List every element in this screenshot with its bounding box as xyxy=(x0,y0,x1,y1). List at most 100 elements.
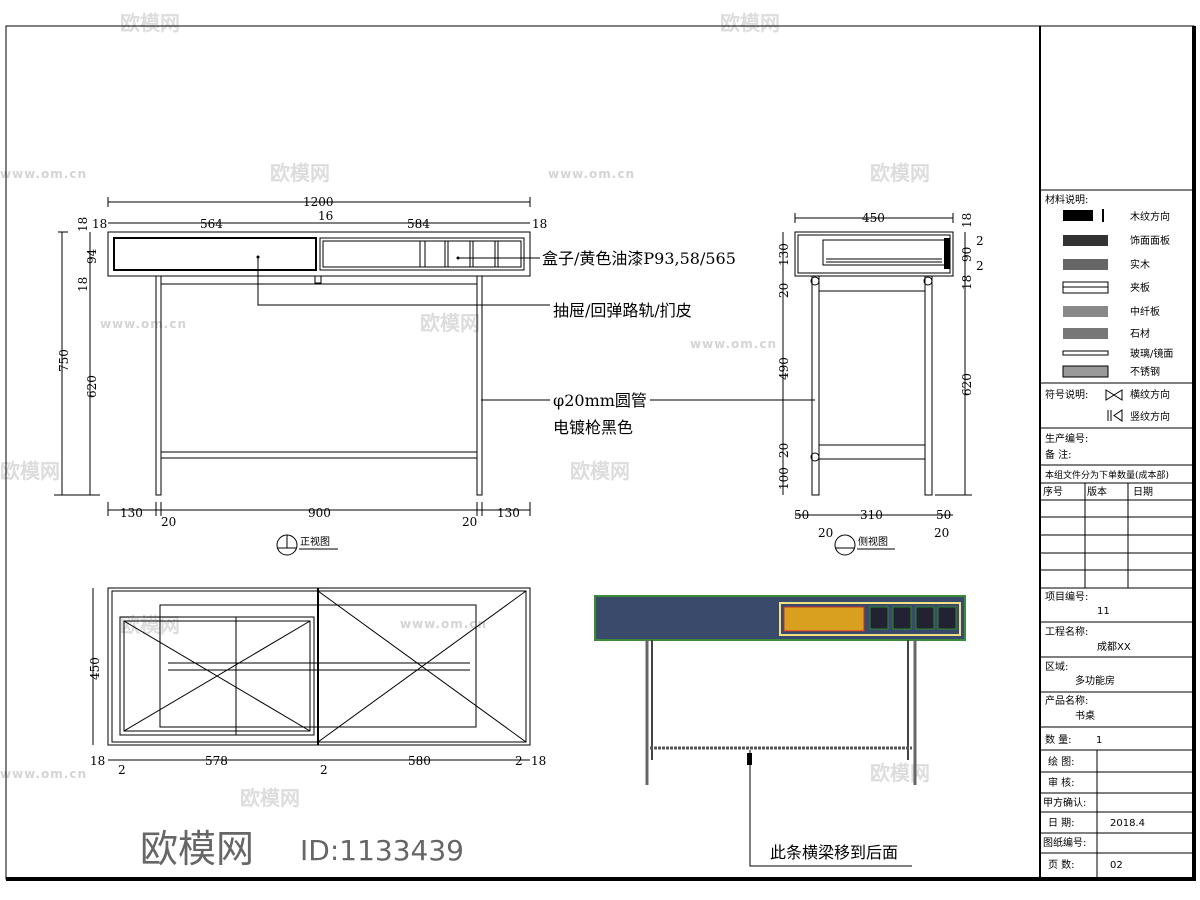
dim-label: 100 xyxy=(777,467,791,490)
watermark-logo: 欧模网 xyxy=(270,161,330,185)
side-view: 450 130 20 490 20 100 18 2 90 2 18 620 5… xyxy=(777,211,984,556)
dim-label: 20 xyxy=(777,283,791,298)
quantity-value: 1 xyxy=(1096,735,1102,746)
dim-label: 620 xyxy=(960,373,974,396)
dim-label: 18 xyxy=(76,217,90,232)
dim-label: 20 xyxy=(462,515,477,529)
project-name-label: 工程名称: xyxy=(1045,625,1088,638)
quantity-label: 数 量: xyxy=(1045,733,1072,746)
watermark-id: ID:1133439 xyxy=(300,834,464,867)
dim-depth: 450 xyxy=(88,657,102,680)
product-value: 书桌 xyxy=(1075,709,1095,722)
symbol-label: 横纹方向 xyxy=(1130,388,1170,401)
symbol-label: 竖纹方向 xyxy=(1130,410,1170,423)
dim-label: 578 xyxy=(205,754,228,768)
front-view: 1200 18 564 16 584 18 750 620 18 94 18 1… xyxy=(54,195,547,556)
area-value: 多功能房 xyxy=(1075,674,1115,687)
desk-render: 此条横梁移到后面 xyxy=(594,595,966,867)
dim-label: 2 xyxy=(976,259,984,273)
material-label: 不锈钢 xyxy=(1130,365,1160,378)
pages-label: 页 数: xyxy=(1048,858,1075,871)
watermarks: 欧模网 欧模网 欧模网 欧模网 欧模网 欧模网 欧模网 欧模网 欧模网 欧模网 … xyxy=(0,11,930,810)
watermark-url: www.om.cn xyxy=(0,167,87,181)
plan-view: 450 18 2 578 2 580 2 18 xyxy=(88,587,546,777)
date-value: 2018.4 xyxy=(1110,818,1145,829)
view-label-side: 侧视图 xyxy=(858,535,888,548)
watermark-logo: 欧模网 xyxy=(870,161,930,185)
dim-label: 20 xyxy=(934,526,949,540)
dim-label: 310 xyxy=(860,508,883,522)
dim-label: 20 xyxy=(777,443,791,458)
material-label: 实木 xyxy=(1130,258,1150,271)
client-label: 甲方确认: xyxy=(1043,796,1086,809)
material-label: 木纹方向 xyxy=(1130,210,1170,223)
dim-label: 18 xyxy=(532,217,547,231)
annotation-finish: 电镀枪黑色 xyxy=(553,418,633,437)
material-label: 饰面面板 xyxy=(1130,234,1170,247)
drawing-no-label: 图纸编号: xyxy=(1043,836,1086,849)
date-label: 日 期: xyxy=(1048,817,1075,829)
dim-label: 18 xyxy=(960,213,974,228)
watermark-logo: 欧模网 xyxy=(0,459,60,483)
material-label: 中纤板 xyxy=(1130,305,1160,318)
pages-value: 02 xyxy=(1110,860,1123,871)
dim-label: 20 xyxy=(161,515,176,529)
watermark-logo: 欧模网 xyxy=(120,11,180,35)
dim-label: 2 xyxy=(320,763,328,777)
drawn-label: 绘 图: xyxy=(1048,755,1075,768)
dim-label: 584 xyxy=(407,217,430,231)
dim-label: 580 xyxy=(408,754,431,768)
project-no: 11 xyxy=(1097,606,1110,617)
material-label: 石材 xyxy=(1130,327,1150,340)
dim-label: 18 xyxy=(92,217,107,231)
watermark-logo: 欧模网 xyxy=(420,311,480,335)
dim-label: 2 xyxy=(976,234,984,248)
material-swatches xyxy=(1062,209,1109,378)
dim-label: 130 xyxy=(120,506,143,520)
dim-overall-width: 1200 xyxy=(303,195,334,209)
dim-total-height: 750 xyxy=(57,349,71,372)
dim-depth: 450 xyxy=(862,211,885,225)
dim-label: 18 xyxy=(531,754,546,768)
remarks-label: 备 注: xyxy=(1045,448,1072,461)
dim-label: 18 xyxy=(76,277,90,292)
watermark-url: www.om.cn xyxy=(100,317,187,331)
watermark-url: www.om.cn xyxy=(548,167,635,181)
annotation-drawer: 抽屉/回弹路轨/扪皮 xyxy=(553,301,692,320)
dim-label: 490 xyxy=(777,357,791,380)
dim-label: 2 xyxy=(515,754,523,768)
project-name: 成都XX xyxy=(1097,641,1131,653)
watermark-logo: 欧模网 xyxy=(240,786,300,810)
annotation-tube: φ20mm圆管 xyxy=(553,391,647,410)
materials-title: 材料说明: xyxy=(1045,193,1088,206)
dim-label: 20 xyxy=(818,526,833,540)
annotation-beam-note: 此条横梁移到后面 xyxy=(770,843,898,862)
dim-label: 50 xyxy=(936,508,951,522)
production-no-label: 生产编号: xyxy=(1045,432,1088,445)
dim-label: 18 xyxy=(960,275,974,290)
dim-label: 90 xyxy=(960,247,974,262)
dim-label: 900 xyxy=(308,506,331,520)
view-label-front: 正视图 xyxy=(300,535,330,548)
watermark-url: www.om.cn xyxy=(690,337,777,351)
title-block: 材料说明: 木纹方向 饰面面板 实木 夹板 中纤板 石材 玻璃/镜面 不锈钢 符… xyxy=(1040,189,1194,879)
revision-col: 版本 xyxy=(1087,485,1107,498)
revision-col: 序号 xyxy=(1043,485,1063,498)
dim-label: 50 xyxy=(794,508,809,522)
symbols-title: 符号说明: xyxy=(1045,388,1088,401)
dim-label: 94 xyxy=(85,248,99,264)
checked-label: 审 核: xyxy=(1048,776,1075,789)
watermark-url: www.om.cn xyxy=(400,617,487,631)
dim-label: 620 xyxy=(85,375,99,398)
dim-label: 130 xyxy=(777,243,791,266)
project-no-label: 项目编号: xyxy=(1045,590,1088,603)
dim-label: 2 xyxy=(118,763,126,777)
watermark-url: www.om.cn xyxy=(0,767,87,781)
dim-label: 564 xyxy=(200,217,223,231)
annotation-box: 盒子/黄色油漆P93,58/565 xyxy=(542,249,736,268)
watermark-logo: 欧模网 xyxy=(570,459,630,483)
revision-header: 本组文件分为下单数量(成本部) xyxy=(1045,469,1169,481)
material-label: 玻璃/镜面 xyxy=(1130,347,1173,360)
dim-label: 18 xyxy=(90,754,105,768)
